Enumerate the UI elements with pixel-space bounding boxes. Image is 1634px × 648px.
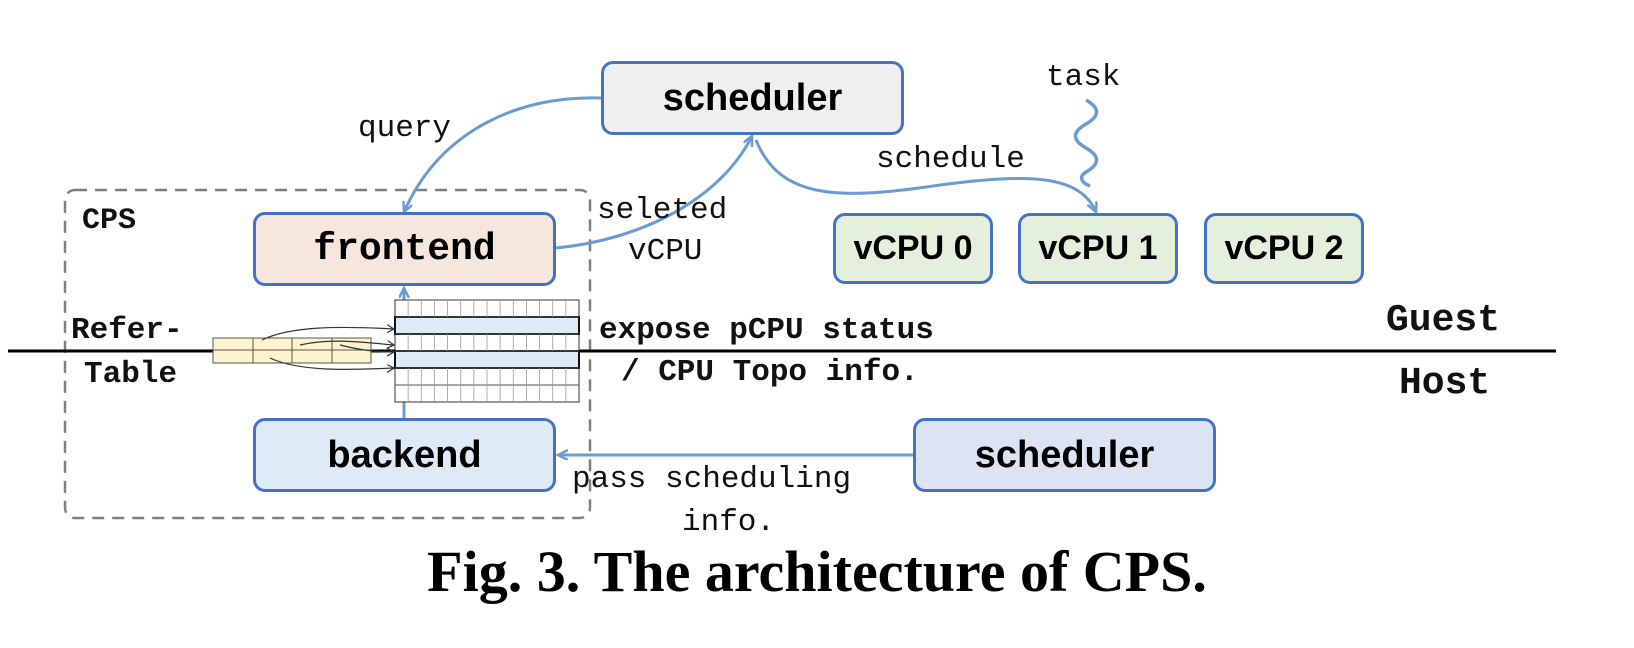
refer-pointer-arrow: [261, 327, 394, 341]
schedule-label: schedule: [876, 142, 1025, 177]
guest-label: Guest: [1386, 299, 1501, 342]
table-highlight-row: [394, 316, 580, 335]
refer-pointer-arrow: [269, 357, 394, 369]
pass-scheduling-label-line2: info.: [682, 505, 776, 540]
host-label: Host: [1399, 362, 1491, 405]
cps-label: CPS: [82, 204, 137, 238]
refer-table-label-line2: Table: [84, 357, 178, 392]
guest-scheduler-box: scheduler: [601, 61, 904, 135]
vcpu-0-box: vCPU 0: [833, 213, 993, 284]
refer-pointer-arrow: [339, 344, 394, 352]
vcpu-1-box: vCPU 1: [1018, 213, 1178, 284]
schedule-arrow: [754, 139, 1096, 212]
selected-vcpu-label-line1: seleted: [597, 193, 728, 228]
pass-scheduling-label-line1: pass scheduling: [572, 462, 852, 497]
selected-vcpu-label-line2: vCPU: [628, 234, 703, 269]
host-scheduler-box: scheduler: [913, 418, 1216, 492]
expose-label-line2: / CPU Topo info.: [621, 355, 919, 390]
refer-table-label-line1: Refer-: [71, 313, 183, 348]
table-highlight-row: [394, 350, 580, 369]
task-squiggle: [1073, 98, 1099, 188]
query-label: query: [358, 111, 452, 146]
expose-label-line1: expose pCPU status: [599, 313, 934, 348]
backend-box: backend: [253, 418, 556, 492]
query-arrow: [404, 96, 602, 212]
refer-table: [212, 337, 372, 364]
task-label: task: [1046, 60, 1121, 95]
refer-pointer-arrow: [299, 341, 394, 345]
selected-vcpu-arrow: [555, 136, 754, 250]
shared-status-table: [394, 299, 580, 403]
frontend-box: frontend: [253, 212, 556, 286]
figure-caption: Fig. 3. The architecture of CPS.: [427, 539, 1207, 604]
vcpu-2-box: vCPU 2: [1204, 213, 1364, 284]
